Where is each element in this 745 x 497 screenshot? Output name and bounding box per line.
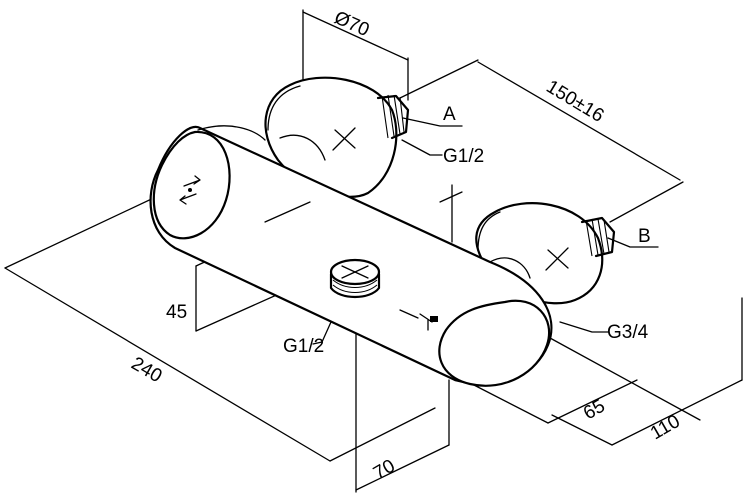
temperature-markings — [179, 175, 201, 205]
mixer-body — [149, 125, 553, 387]
flow-markings — [399, 309, 438, 331]
label-thread-b: G3/4 — [607, 322, 649, 343]
label-length: 240 — [128, 353, 166, 387]
label-port-b: B — [638, 226, 651, 247]
label-offset: 70 — [370, 456, 399, 485]
label-thread-top: G1/2 — [283, 336, 324, 357]
top-outlet — [329, 258, 381, 299]
label-thread-a: G1/2 — [443, 146, 484, 167]
label-port-a: A — [443, 104, 456, 125]
rear-eccentric-connector — [264, 76, 410, 198]
label-depth-small: 65 — [580, 396, 609, 425]
label-height: 45 — [166, 302, 187, 323]
label-depth-large: 110 — [647, 411, 684, 444]
label-diameter: Ø70 — [331, 7, 372, 41]
